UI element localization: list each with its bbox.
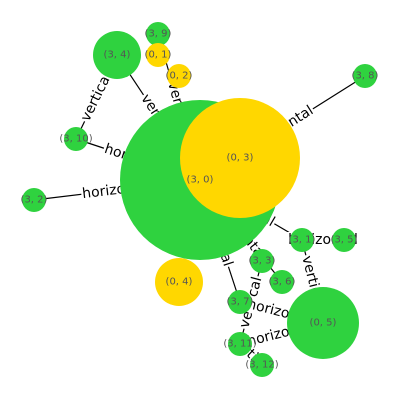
- node-label: (3, 6): [269, 277, 296, 288]
- node-label: (0, 1): [145, 50, 172, 61]
- node-label: (0, 4): [166, 277, 193, 288]
- node-n32[interactable]: [22, 188, 46, 212]
- node-label: (3, 4): [104, 50, 131, 61]
- node-label: (3, 8): [352, 71, 379, 82]
- node-label: (3, 0): [187, 175, 214, 186]
- node-n37[interactable]: [228, 290, 252, 314]
- node-n34[interactable]: [93, 31, 141, 79]
- edge-label-background: [77, 69, 116, 125]
- node-n05[interactable]: [287, 287, 359, 359]
- node-label: (3, 10): [59, 134, 92, 145]
- node-n01[interactable]: [146, 43, 170, 67]
- node-n310[interactable]: [64, 127, 88, 151]
- node-n39[interactable]: [146, 22, 170, 46]
- node-n03[interactable]: [180, 98, 300, 218]
- node-n33[interactable]: [250, 249, 274, 273]
- node-n38[interactable]: [353, 64, 377, 88]
- node-n31[interactable]: [290, 228, 314, 252]
- node-n35[interactable]: [332, 228, 356, 252]
- node-label: (3, 7): [227, 297, 254, 308]
- node-n02[interactable]: [167, 64, 191, 88]
- node-label: (3, 2): [21, 195, 48, 206]
- node-label: (0, 2): [166, 71, 193, 82]
- node-label: (0, 3): [227, 153, 254, 164]
- edge-label: vertical: [78, 70, 115, 124]
- node-n04[interactable]: [155, 258, 203, 306]
- node-n312[interactable]: [250, 353, 274, 377]
- node-label: (0, 5): [310, 318, 337, 329]
- node-labels-layer: (3, 0) (0, 3) (3, 4) (3, 9) (0, 1) (0, 2) (3, …: [21, 29, 379, 371]
- node-label: (3, 3): [249, 256, 276, 267]
- node-n311[interactable]: [228, 332, 252, 356]
- node-label: (3, 5): [331, 235, 358, 246]
- node-label: (3, 9): [145, 29, 172, 40]
- node-label: (3, 12): [245, 360, 278, 371]
- node-label: (3, 11): [223, 339, 256, 350]
- node-label: (3, 1): [289, 235, 316, 246]
- nodes-layer: [22, 22, 377, 377]
- node-n36[interactable]: [270, 270, 294, 294]
